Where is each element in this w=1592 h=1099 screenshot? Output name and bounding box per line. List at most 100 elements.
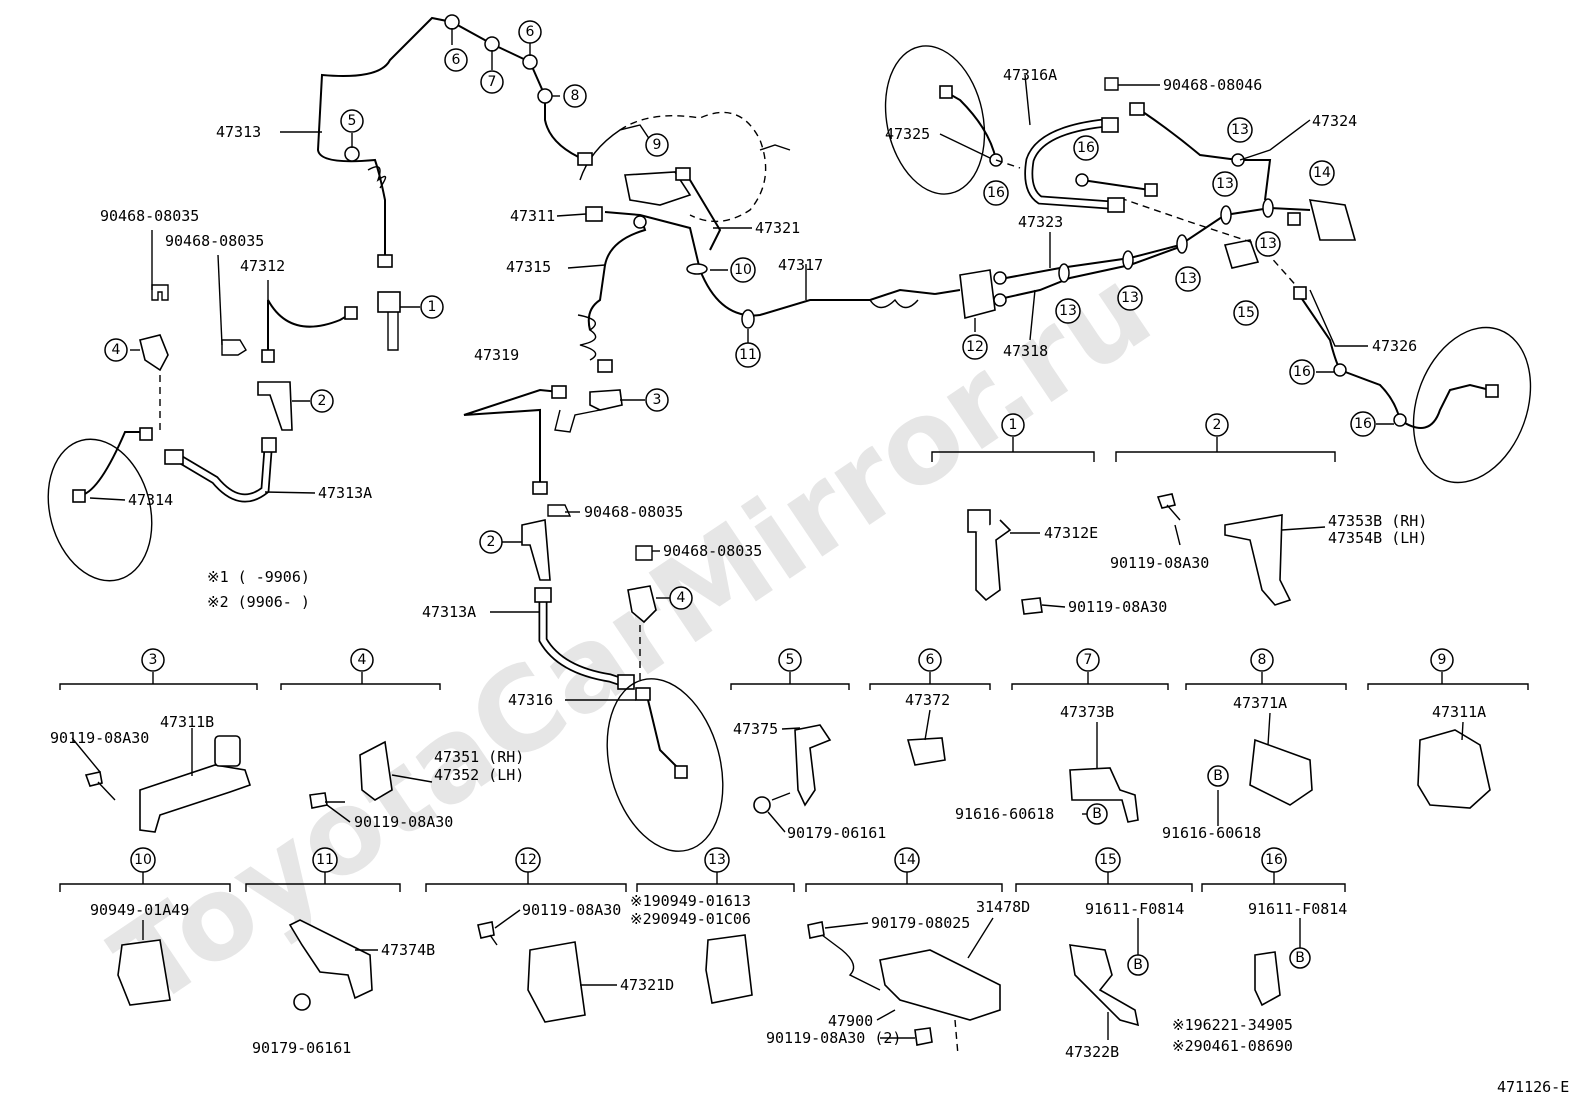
callout-9: 9 [645,133,669,157]
label-47312: 47312 [240,257,285,275]
label-47371A: 47371A [1233,694,1287,712]
label-47325: 47325 [885,125,930,143]
callout-markers: 1 2 4 5 6 7 6 8 9 10 11 3 2 4 12 13 13 1… [104,20,1454,976]
callout-13d: 13 [1212,171,1238,197]
callout-8: 8 [563,84,587,108]
detail-part-labels: 47312E 90119-08A30 90119-08A30 47353B (R… [50,512,1569,1096]
svg-text:1: 1 [428,299,437,315]
callout-1: 1 [420,295,444,319]
section-callout-5: 5 [778,648,802,672]
svg-text:16: 16 [1077,140,1095,156]
svg-text:13: 13 [708,852,726,868]
callout-13f: 13 [1255,231,1281,257]
callout-13a: 13 [1055,298,1081,324]
callout-14: 14 [1309,160,1335,186]
section-callout-11: 11 [312,847,338,873]
b-marker-15: B [1127,954,1149,976]
svg-text:10: 10 [134,852,152,868]
note-2: ※2 (9906- ) [207,593,310,611]
svg-text:6: 6 [926,652,935,668]
svg-text:13: 13 [1259,236,1277,252]
label-47900: 47900 [828,1012,873,1030]
label-47353B: 47353B (RH) [1328,512,1427,530]
svg-text:13: 13 [1121,290,1139,306]
label-47351: 47351 (RH) [434,748,524,766]
label-47321: 47321 [755,219,800,237]
callout-13c: 13 [1175,266,1201,292]
label-d8-91616: 91616-60618 [1162,824,1261,842]
section-callout-15: 15 [1095,847,1121,873]
svg-text:8: 8 [1258,652,1267,668]
section-callout-6: 6 [918,648,942,672]
detail-parts [71,493,1491,1056]
svg-text:16: 16 [1265,852,1283,868]
callout-6: 6 [444,48,468,72]
callout-4b: 4 [669,586,693,610]
section-callout-13: 13 [704,847,730,873]
label-d11-90179: 90179-06161 [252,1039,351,1057]
svg-text:4: 4 [677,590,686,606]
label-47321D: 47321D [620,976,674,994]
svg-text:B: B [1092,806,1102,822]
label-47374B: 47374B [381,941,435,959]
svg-text:9: 9 [653,137,662,153]
section-callout-12: 12 [515,847,541,873]
svg-text:16: 16 [987,185,1005,201]
svg-text:14: 14 [1313,165,1331,181]
svg-text:2: 2 [487,534,496,550]
label-47354B: 47354B (LH) [1328,529,1427,547]
label-47322B: 47322B [1065,1043,1119,1061]
label-90468-b: 90468-08035 [165,232,264,250]
label-90468-08046: 90468-08046 [1163,76,1262,94]
label-47313: 47313 [216,123,261,141]
svg-text:2: 2 [318,393,327,409]
label-d14-90119: 90119-08A30 (2) [766,1029,901,1047]
svg-text:5: 5 [348,113,357,129]
label-d13-note2: ※290949-01C06 [630,910,751,928]
callout-11: 11 [735,342,761,368]
label-47316: 47316 [508,691,553,709]
svg-text:6: 6 [452,52,461,68]
callout-15: 15 [1233,300,1259,326]
svg-text:11: 11 [316,852,334,868]
label-47326: 47326 [1372,337,1417,355]
svg-text:15: 15 [1099,852,1117,868]
callout-7: 7 [480,70,504,94]
svg-text:13: 13 [1179,271,1197,287]
section-callout-14: 14 [894,847,920,873]
label-47372: 47372 [905,691,950,709]
callout-2: 2 [310,389,334,413]
label-47373B: 47373B [1060,703,1114,721]
label-90949-01A49: 90949-01A49 [90,901,189,919]
label-47312E: 47312E [1044,524,1098,542]
svg-text:13: 13 [1231,122,1249,138]
svg-text:7: 7 [1084,652,1093,668]
b-marker-16: B [1289,947,1311,969]
label-47311B: 47311B [160,713,214,731]
svg-text:16: 16 [1354,416,1372,432]
label-d13-note1: ※190949-01613 [630,892,751,910]
section-callout-9: 9 [1430,648,1454,672]
svg-text:7: 7 [488,74,497,90]
label-90468-a: 90468-08035 [100,207,199,225]
callout-16a: 16 [983,180,1009,206]
label-d2-90119: 90119-08A30 [1110,554,1209,572]
callout-5: 5 [340,109,364,133]
svg-text:4: 4 [112,342,121,358]
label-47316A: 47316A [1003,66,1057,84]
svg-text:B: B [1133,957,1143,973]
svg-text:13: 13 [1059,303,1077,319]
section-callout-8: 8 [1250,648,1274,672]
section-callout-3: 3 [141,648,165,672]
label-31478D: 31478D [976,898,1030,916]
callout-13b: 13 [1117,285,1143,311]
main-part-labels: 47313 90468-08035 90468-08035 47312 4731… [100,66,1417,709]
label-d5-90179: 90179-06161 [787,824,886,842]
label-d12-90119: 90119-08A30 [522,901,621,919]
label-47324: 47324 [1312,112,1357,130]
svg-text:9: 9 [1438,652,1447,668]
label-d3-90119: 90119-08A30 [50,729,149,747]
b-marker-8: B [1207,765,1229,787]
svg-text:B: B [1213,768,1223,784]
svg-text:5: 5 [786,652,795,668]
